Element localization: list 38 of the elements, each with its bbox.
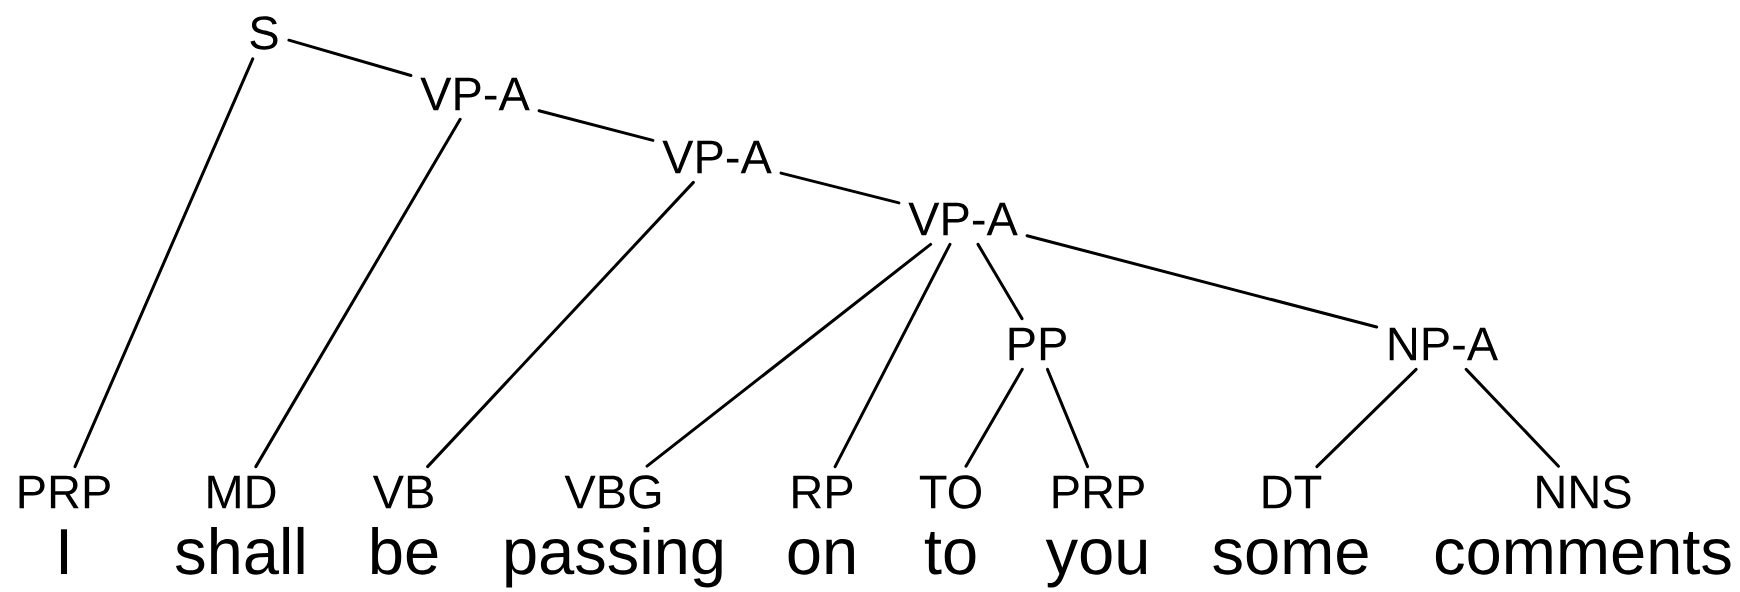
tree-branch [73, 57, 255, 469]
tree-branch [1464, 367, 1560, 468]
word-label: some [1213, 539, 1368, 575]
tree-branch [1045, 367, 1090, 469]
tree-branch [833, 242, 952, 469]
tree-label: RP [793, 475, 853, 509]
tree-label: MD [208, 475, 276, 509]
word-label: passing [506, 526, 722, 588]
word-label: be [372, 526, 438, 575]
word-label: to [924, 532, 976, 575]
tree-label: NP-A [1389, 327, 1499, 361]
tree-branch [964, 367, 1024, 468]
tree-label: PP [1009, 327, 1066, 361]
tree-label: VB [372, 475, 433, 509]
tree-branch [645, 242, 933, 468]
tree-label: DT [1263, 475, 1322, 509]
tree-branch [426, 180, 695, 469]
tree-branch [287, 38, 413, 77]
tree-label: VP-A [908, 202, 1018, 236]
tree-branch [254, 117, 462, 469]
tree-label: TO [919, 475, 981, 509]
tree-branch [1315, 367, 1418, 469]
word-label: comments [1435, 532, 1731, 575]
tree-branch [537, 109, 655, 142]
tree-label: VP-A [420, 77, 530, 111]
tree-label: NNS [1537, 475, 1631, 509]
tree-label: PRP [19, 475, 110, 509]
word-label: on [788, 539, 854, 575]
tree-label: VBG [564, 475, 661, 509]
tree-label: S [250, 16, 278, 50]
word-label: I [60, 529, 68, 574]
tree-label: PRP [1053, 475, 1144, 509]
tree-branch [779, 171, 901, 205]
tree-branch [976, 242, 1024, 321]
tree-branch [1025, 234, 1379, 329]
word-label: shall [175, 526, 304, 575]
word-label: you [1045, 539, 1147, 588]
tree-label: VP-A [662, 140, 772, 174]
